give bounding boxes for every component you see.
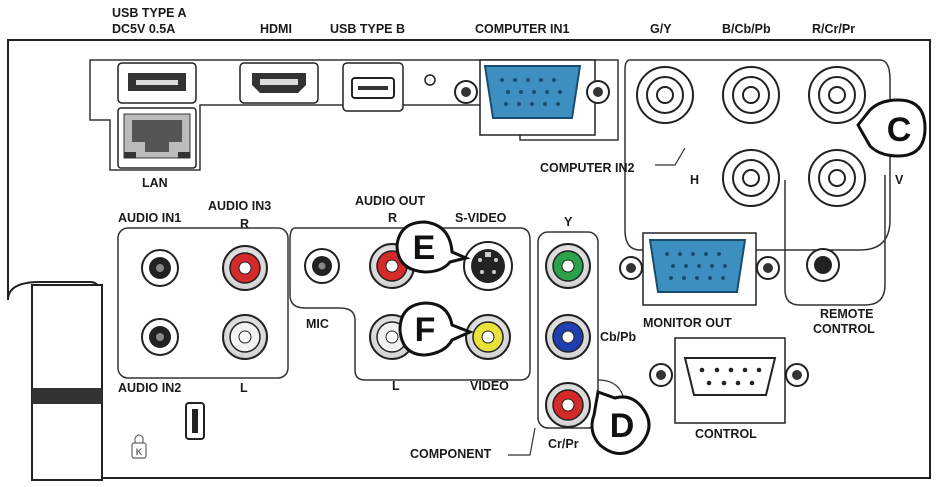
audio-in-frame (117, 227, 289, 379)
callout-c-label: C (887, 111, 912, 149)
bnc-rcrpr (808, 66, 866, 124)
hdmi-port (239, 62, 319, 104)
remote-label-line1: REMOTE (820, 307, 873, 321)
audio-in3-l-jack (222, 314, 268, 360)
bcbpb-label: B/Cb/Pb (722, 22, 771, 36)
top-port-frame (89, 59, 619, 171)
audio-in3-r-label: R (240, 217, 249, 231)
component-y-jack (545, 243, 591, 289)
video-jack (465, 314, 511, 360)
av-frame (289, 227, 531, 381)
bnc-group-frame (624, 59, 891, 251)
usb-b-port (342, 62, 404, 112)
side-strap (31, 284, 103, 481)
svideo-label: S-VIDEO (455, 211, 507, 225)
bnc-h (722, 149, 780, 207)
component-cbpb-jack (545, 314, 591, 360)
usb-a-label-line1: USB TYPE A (112, 6, 187, 20)
kensington-lock-icon: K (131, 434, 147, 459)
bnc-v (808, 149, 866, 207)
rcrpr-label: R/Cr/Pr (812, 22, 855, 36)
svg-text:K: K (136, 447, 143, 457)
computer-in1-label: COMPUTER IN1 (475, 22, 570, 36)
computer-in2-leader (655, 147, 686, 166)
audio-out-l-label: L (392, 379, 400, 393)
callout-c: C (856, 98, 927, 158)
callout-f: F (398, 301, 474, 357)
video-label: VIDEO (470, 379, 509, 393)
v-label: V (895, 173, 904, 187)
svideo-jack (463, 241, 513, 291)
usb-a-label-line2: DC5V 0.5A (112, 22, 175, 36)
audio-in3-r-jack (222, 245, 268, 291)
callout-d: D (590, 389, 651, 455)
callout-d-label: D (610, 407, 635, 445)
callout-e-label: E (413, 229, 436, 267)
security-slot (185, 402, 205, 440)
computer-in1-port (454, 59, 610, 136)
bnc-gy (636, 66, 694, 124)
audio-in1-label: AUDIO IN1 (118, 211, 181, 225)
component-crpr-jack (545, 382, 591, 428)
audio-out-label: AUDIO OUT (355, 194, 426, 208)
cbpb-label: Cb/Pb (600, 330, 636, 344)
bnc-bcbpb (722, 66, 780, 124)
audio-out-r-label: R (388, 211, 397, 225)
control-label: CONTROL (695, 427, 757, 441)
led-indicator (424, 74, 436, 86)
audio-in3-l-label: L (240, 381, 248, 395)
audio-in1-jack (141, 249, 179, 287)
remote-frame (784, 175, 886, 306)
remote-label-line2: CONTROL (813, 322, 875, 336)
audio-in2-label: AUDIO IN2 (118, 381, 181, 395)
callout-e: E (395, 220, 471, 274)
gy-label: G/Y (650, 22, 672, 36)
mic-jack (304, 248, 340, 284)
crpr-label: Cr/Pr (548, 437, 579, 451)
monitor-out-label: MONITOR OUT (643, 316, 732, 330)
remote-control-jack (806, 248, 840, 282)
computer-in2-label: COMPUTER IN2 (540, 161, 635, 175)
component-label: COMPONENT (410, 447, 492, 461)
usb-a-port (117, 62, 197, 104)
lan-label: LAN (142, 176, 168, 190)
lan-port (117, 107, 197, 169)
control-port (649, 337, 809, 424)
audio-in3-label: AUDIO IN3 (208, 199, 271, 213)
audio-in2-jack (141, 318, 179, 356)
component-leader (508, 427, 536, 456)
monitor-out-port (619, 232, 780, 306)
y-label: Y (564, 215, 573, 229)
usb-b-label: USB TYPE B (330, 22, 405, 36)
hdmi-label: HDMI (260, 22, 292, 36)
callout-f-label: F (415, 311, 436, 349)
h-label: H (690, 173, 699, 187)
mic-label: MIC (306, 317, 329, 331)
